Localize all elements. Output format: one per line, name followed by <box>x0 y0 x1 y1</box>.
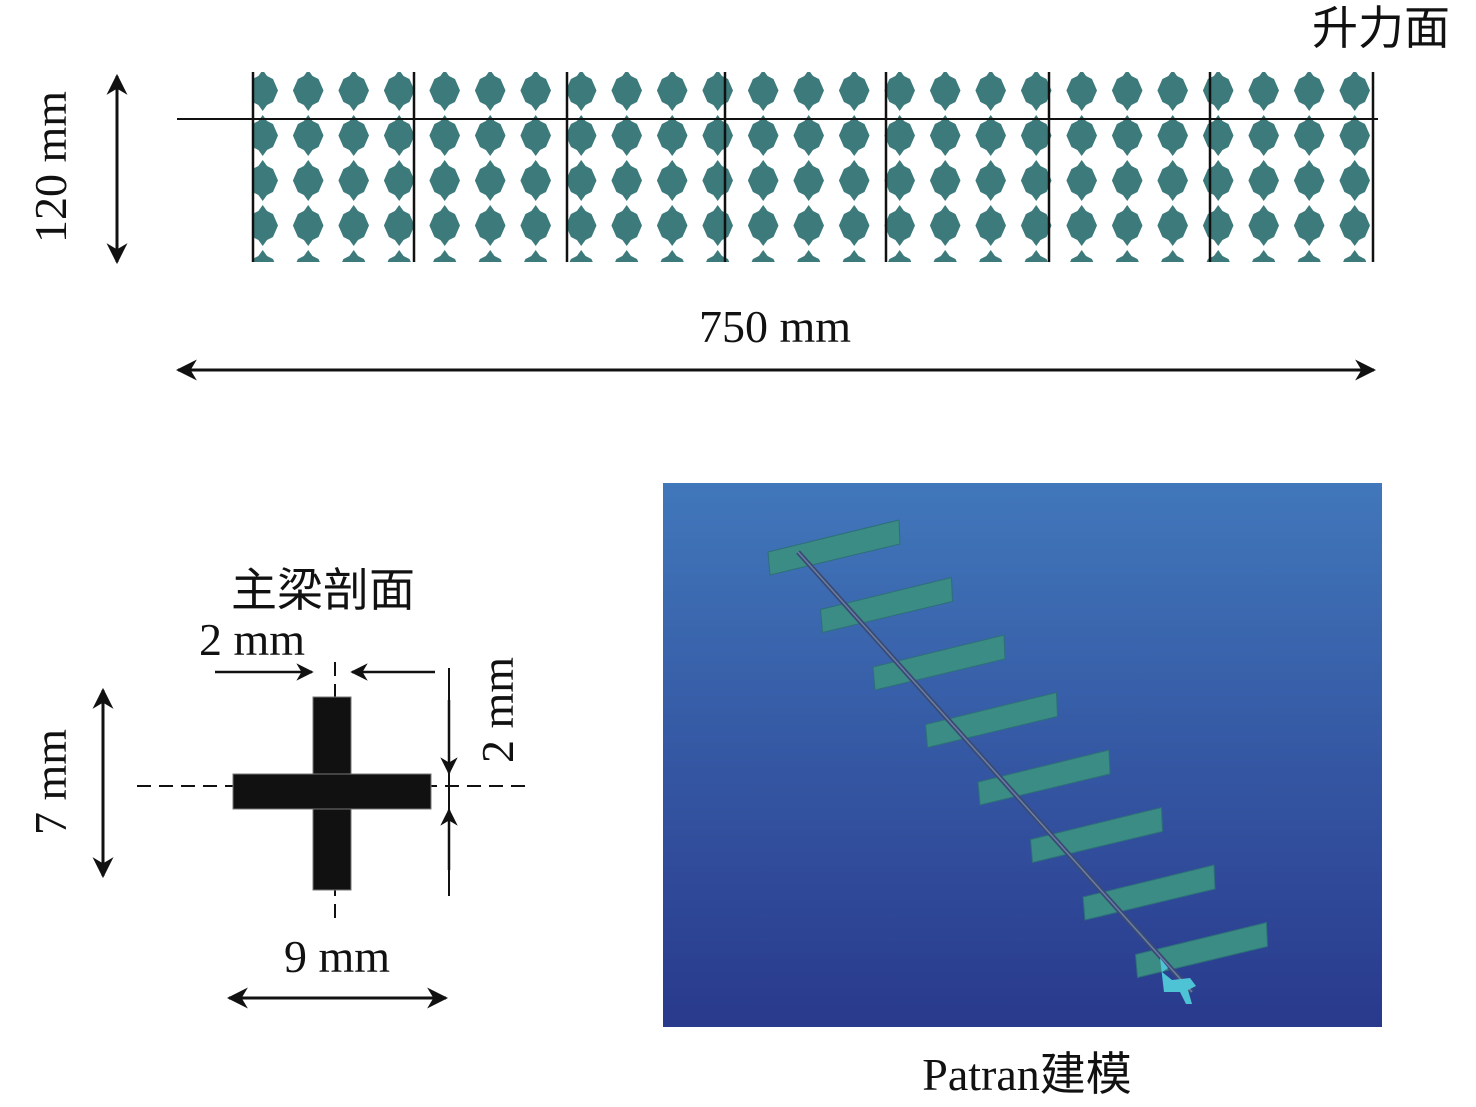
height-dimension-label: 120 mm <box>25 91 76 243</box>
section-width-label: 9 mm <box>284 931 390 982</box>
model-caption: Patran建模 <box>922 1049 1132 1100</box>
flange-thickness-label: 2 mm <box>199 614 305 665</box>
spar-cross-section: 主梁剖面 2 mm 2 mm 7 mm 9 mm <box>25 565 527 1009</box>
lifting-surface-title: 升力面 <box>1312 3 1450 54</box>
lifting-surface-plan: 升力面 120 mm 750 mm <box>25 3 1450 381</box>
section-height-label: 7 mm <box>25 729 76 835</box>
diamond-pattern-area <box>253 72 1373 262</box>
web-thickness-label: 2 mm <box>472 657 523 763</box>
model-panel <box>819 576 954 634</box>
boundary-condition-icon <box>1160 958 1196 1004</box>
patran-model-render: Patran建模 <box>663 483 1382 1100</box>
cross-flange <box>232 773 432 810</box>
section-title: 主梁剖面 <box>231 565 415 616</box>
rib-lines <box>251 72 1375 262</box>
model-panel <box>767 519 901 576</box>
length-dimension-label: 750 mm <box>699 301 851 352</box>
